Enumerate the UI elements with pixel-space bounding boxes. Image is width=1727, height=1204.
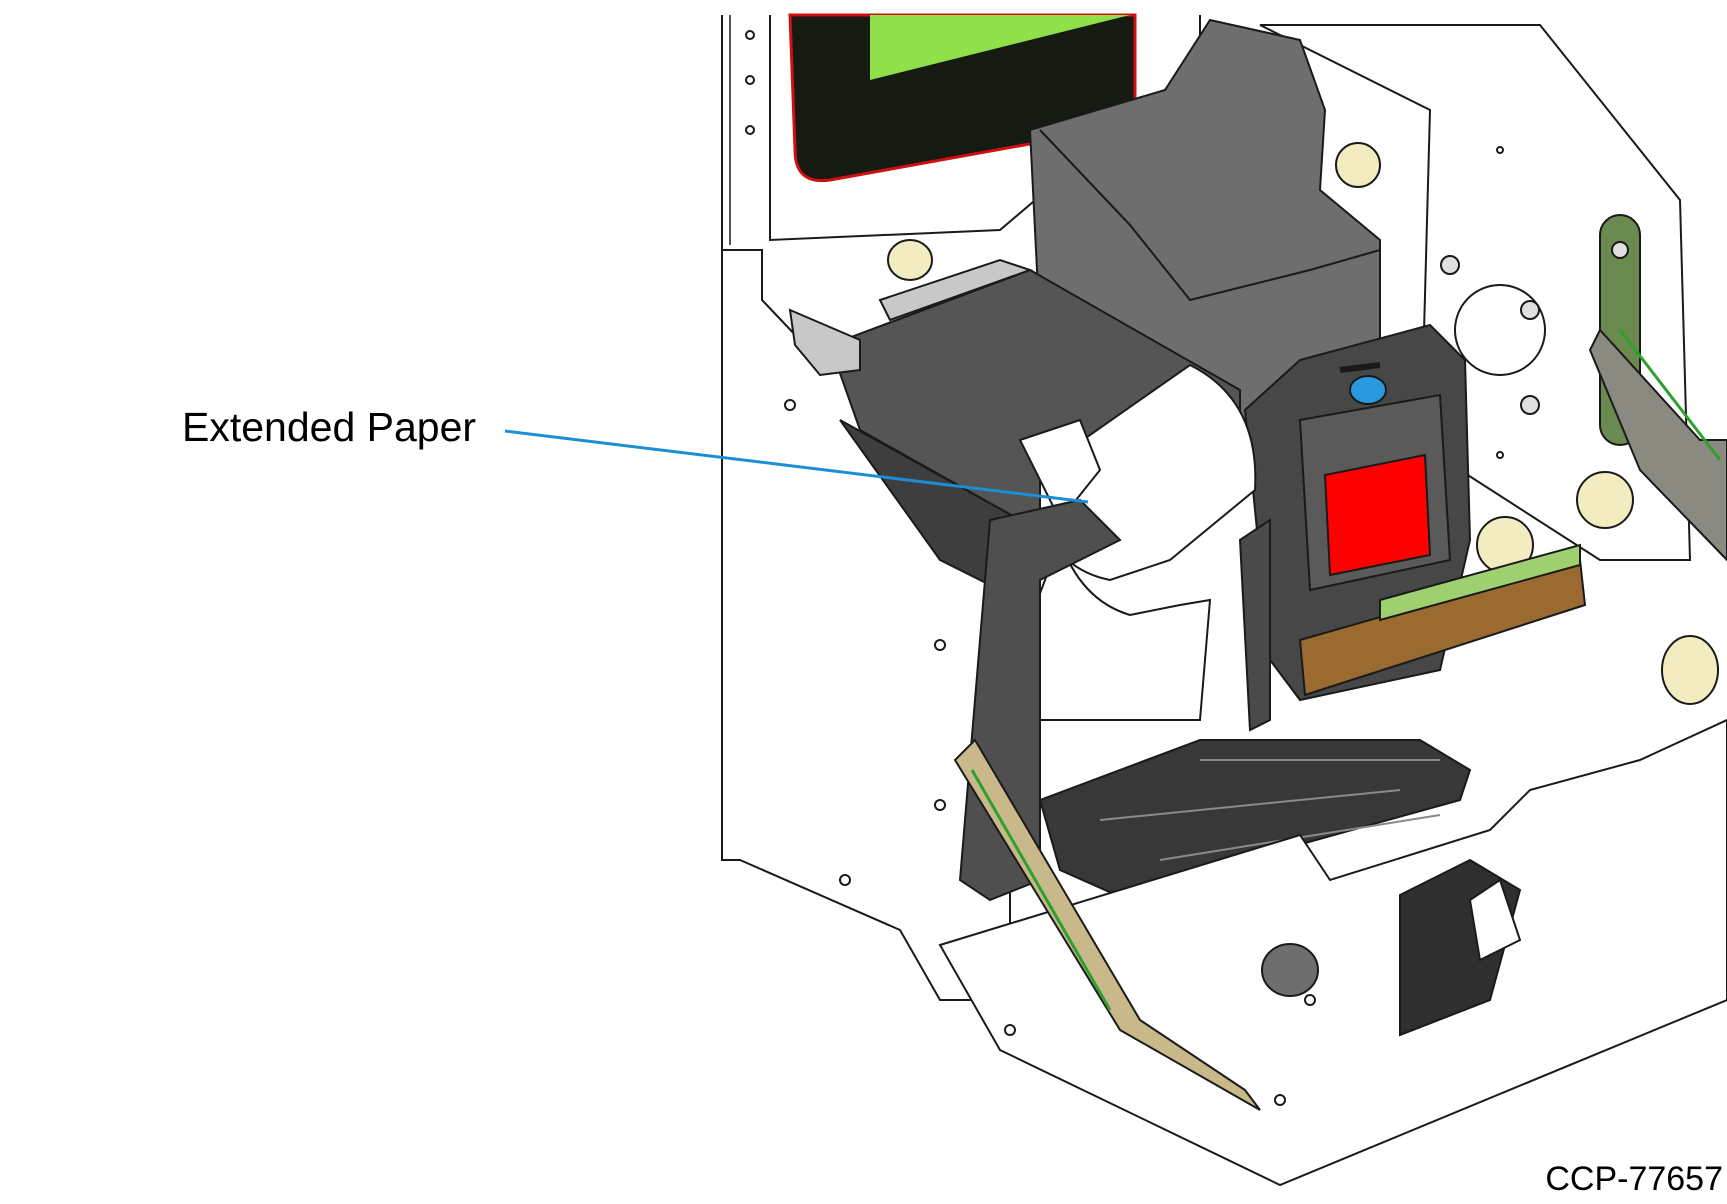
support-strut bbox=[953, 738, 1261, 1111]
callout-leader-line bbox=[504, 429, 1089, 504]
figure-id: CCP-77657 bbox=[1545, 1160, 1723, 1198]
printer-mount-rail bbox=[1298, 543, 1587, 697]
kiosk-side-panel bbox=[721, 15, 1011, 1001]
kiosk-back-panel bbox=[1259, 24, 1692, 561]
extended-paper-label: Extended Paper bbox=[182, 404, 477, 450]
front-lower-door bbox=[938, 718, 1727, 1187]
green-arm-bracket bbox=[1588, 214, 1727, 562]
cream-rollers bbox=[887, 142, 1719, 705]
